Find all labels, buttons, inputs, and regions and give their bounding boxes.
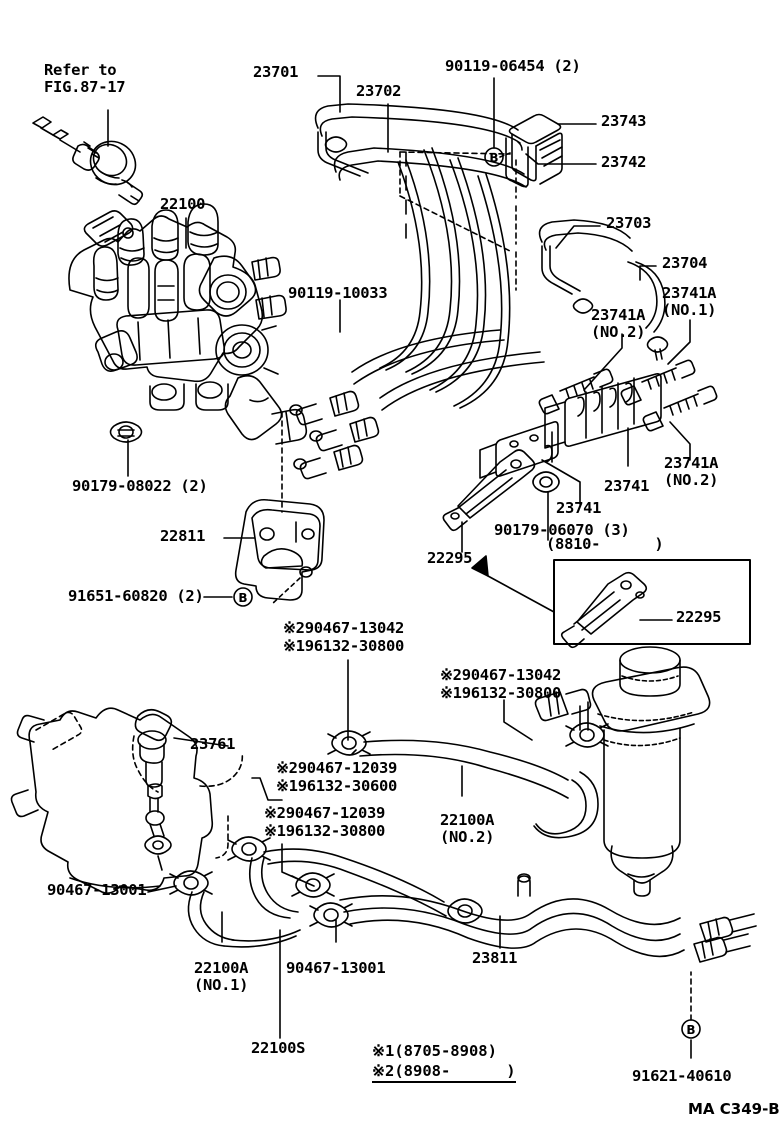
- label-22295-inset: 22295: [676, 608, 722, 626]
- label-star-b-line2: ※196132-30800: [440, 684, 562, 702]
- label-23811: 23811: [472, 949, 518, 967]
- injection-pipe-bundle: [289, 103, 669, 480]
- label-22811: 22811: [160, 527, 206, 545]
- hose-clamp-group: [169, 722, 609, 928]
- label-23761: 23761: [190, 735, 236, 753]
- nut-90179-08022: [109, 421, 143, 443]
- svg-text:B: B: [489, 151, 498, 165]
- label-23742: 23742: [601, 153, 647, 171]
- legend-line-2-text: ※2(8908- ): [372, 1062, 516, 1084]
- label-90179-08022: 90179-08022 (2): [72, 477, 208, 495]
- label-90467-13001-mid: 90467-13001: [286, 959, 386, 977]
- label-90119-06454: 90119-06454 (2): [445, 57, 581, 75]
- label-23741-left: 23741: [556, 499, 602, 517]
- legend-line-2: ※2(8908- ): [372, 1062, 516, 1084]
- label-star-d-line2: ※196132-30800: [264, 822, 386, 840]
- gasket-22811: [234, 498, 325, 601]
- label-star-a-line1: ※290467-13042: [283, 619, 405, 637]
- label-star-d-line1: ※290467-12039: [264, 804, 386, 822]
- label-star-a-line2: ※196132-30800: [283, 637, 405, 655]
- label-90119-10033: 90119-10033: [288, 284, 388, 302]
- label-23741A-no2-bottom: 23741A (NO.2): [664, 454, 719, 490]
- label-90467-13001-left: 90467-13001: [47, 881, 147, 899]
- label-91651-60820: 91651-60820 (2): [68, 587, 204, 605]
- label-22100A-no1: 22100A (NO.1): [194, 959, 249, 995]
- bolt-marker-B-group: [233, 147, 701, 1039]
- label-23702: 23702: [356, 82, 402, 100]
- label-star-c-line2: ※196132-30600: [276, 777, 398, 795]
- fuel-hose-group: [187, 739, 599, 948]
- sheet-code: MA C349-B: [688, 1100, 780, 1118]
- label-23701: 23701: [253, 63, 299, 81]
- svg-text:B: B: [686, 1023, 695, 1037]
- label-star-b-line1: ※290467-13042: [440, 666, 562, 684]
- fitting-23761: [134, 708, 173, 871]
- label-22100S: 22100S: [251, 1039, 306, 1057]
- label-23741-right: 23741: [604, 477, 650, 495]
- injection-pump-illustration: [68, 203, 308, 445]
- label-star-c-line1: ※290467-12039: [276, 759, 398, 777]
- fuel-line-23811: [339, 873, 757, 1021]
- svg-text:B: B: [238, 591, 247, 605]
- vacuum-actuator-illustration: [32, 116, 144, 206]
- label-22100: 22100: [160, 195, 206, 213]
- legend-line-1: ※1(8705-8908): [372, 1042, 497, 1060]
- engine-block-outline: [10, 707, 244, 894]
- label-23741A-no2-top: 23741A (NO.2): [591, 306, 646, 342]
- label-22295: 22295: [427, 549, 473, 567]
- spacer-bolt-group: [442, 359, 718, 532]
- label-23741A-no1: 23741A (NO.1): [662, 284, 717, 320]
- label-22100A-no2: 22100A (NO.2): [440, 811, 495, 847]
- inset-box: [471, 555, 751, 649]
- label-refer-to-fig: Refer to FIG.87-17: [44, 61, 126, 97]
- fuel-filter-assembly: [534, 646, 711, 897]
- label-inset-range: (8810- ): [546, 535, 664, 553]
- leader-lines: [107, 75, 692, 1059]
- label-23704: 23704: [662, 254, 708, 272]
- label-23703: 23703: [606, 214, 652, 232]
- label-90179-06070: 90179-06070 (3): [494, 521, 630, 539]
- label-23743: 23743: [601, 112, 647, 130]
- label-91621-40610: 91621-40610: [632, 1067, 732, 1085]
